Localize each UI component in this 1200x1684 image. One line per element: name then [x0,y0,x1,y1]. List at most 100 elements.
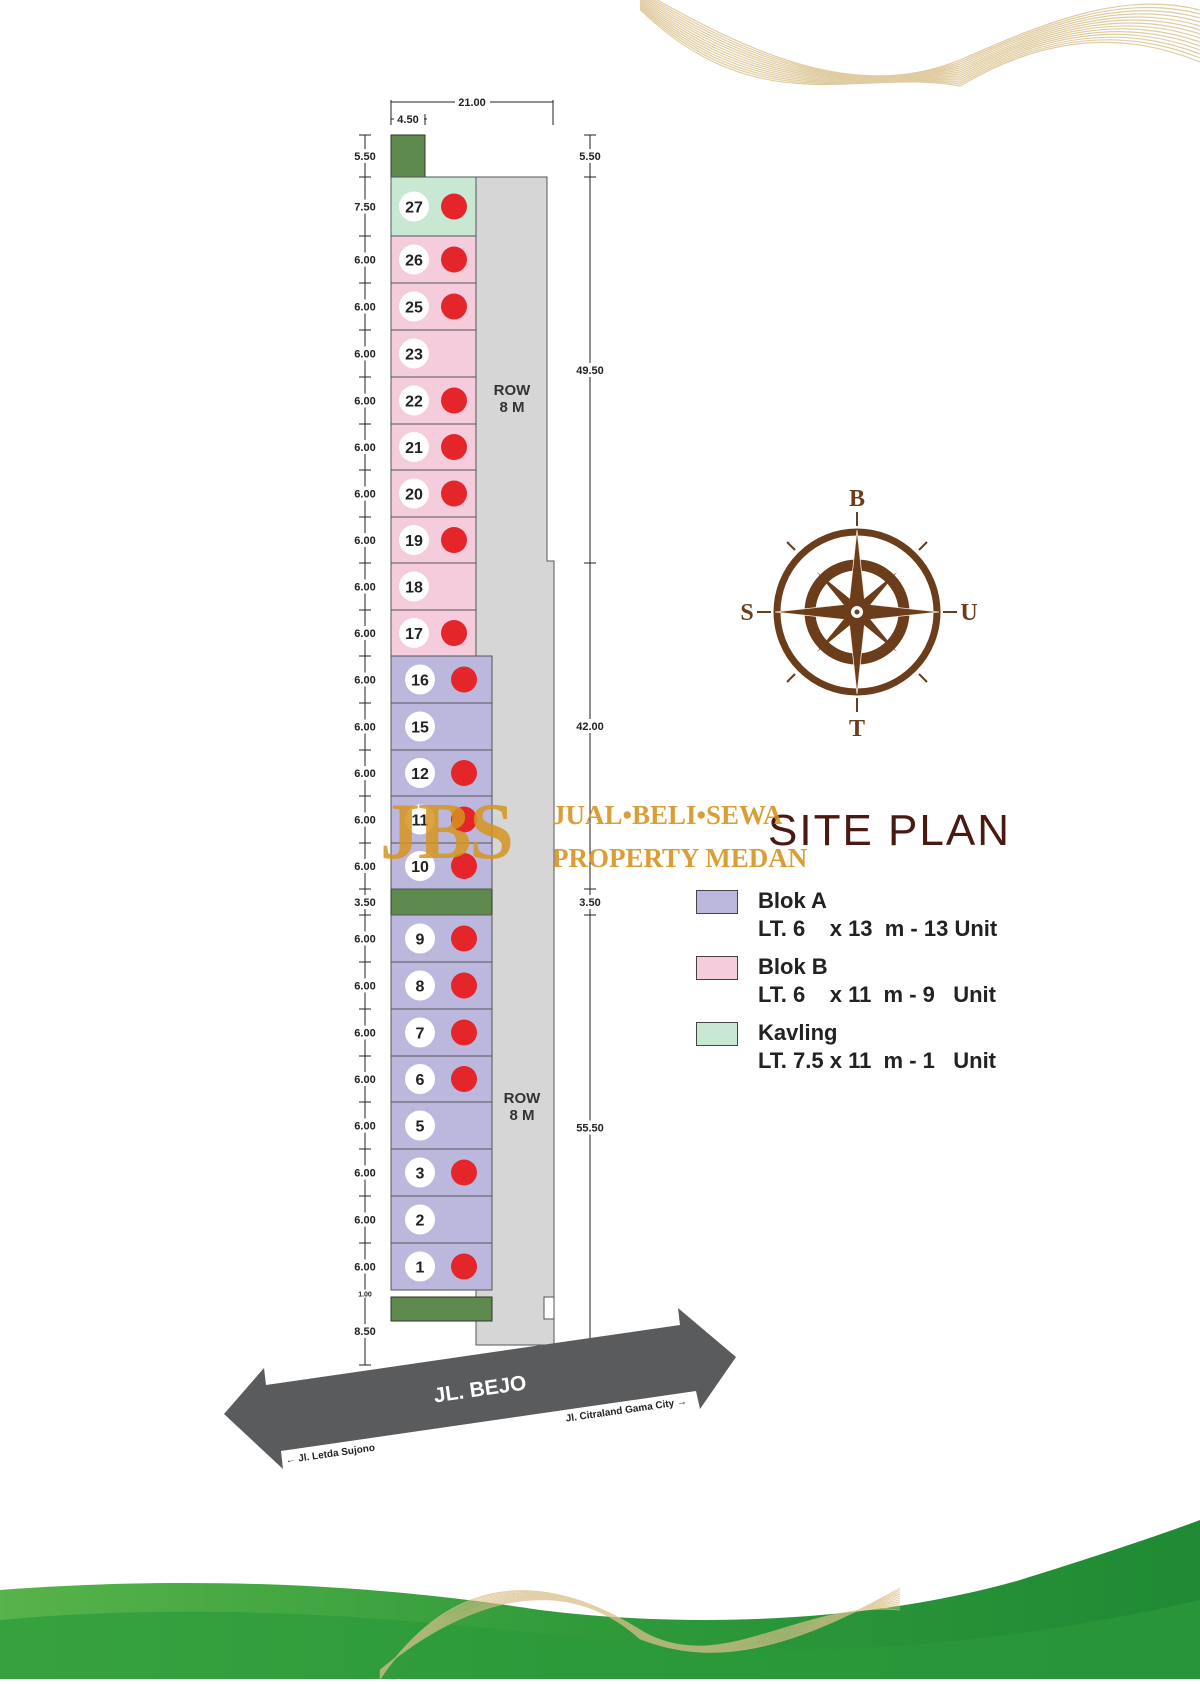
legend-item-blok-b: Blok B LT. 6 x 11 m - 9 Unit [696,954,1016,1020]
sold-marker [441,620,467,646]
lot-23: 23 [390,329,477,378]
legend-swatch-blok-a [696,890,738,914]
watermark-logo: JBS [380,788,514,876]
lot-9: 9 [390,914,493,963]
lot-20: 20 [390,469,477,518]
lot-7: 7 [390,1008,493,1057]
legend-swatch-kavling [696,1022,738,1046]
gate-post [543,1296,555,1320]
watermark-line-1: JUAL•BELI•SEWA [552,800,783,830]
left-dim-label: 6.00 [354,442,375,454]
sold-marker [441,480,467,507]
left-dim-label: 5.50 [354,151,375,163]
lot-15: 15 [390,702,493,751]
lot-number: 18 [405,580,423,597]
left-dim-label: 6.00 [354,582,375,594]
lot-number-badge [405,970,435,1001]
right-dim-label: 49.50 [576,365,604,377]
sold-marker [451,853,477,879]
lot-number: 6 [416,1072,425,1089]
legend-desc: LT. 7.5 x 11 m - 1 Unit [758,1048,997,1073]
left-dim-label: 6.00 [354,349,375,361]
lot-19: 19 [390,516,477,564]
lot-5: 5 [390,1101,493,1150]
lot-number: 23 [405,347,423,364]
lot-number: 8 [416,979,425,996]
lot-number: 16 [411,673,429,690]
compass-east-label: U [960,600,977,626]
sold-marker [451,1066,477,1092]
lot-number-badge [405,1251,435,1282]
lot-number-badge [399,571,429,602]
lot-22: 22 [390,376,477,425]
lot-number: 21 [405,440,423,457]
lot-27: 27 [390,176,477,237]
left-dim-label: 6.00 [354,1121,375,1133]
lot-number-badge [405,851,435,881]
park-strip-top [390,134,426,178]
sold-marker [451,806,477,833]
sold-marker [441,293,467,320]
sold-marker [451,972,477,999]
lot-number: 1 [416,1260,425,1277]
left-dim-label: 6.00 [354,722,375,734]
sold-marker [441,387,467,414]
lot-number-badge [399,191,429,222]
sold-marker [441,193,467,220]
legend-desc: LT. 6 x 13 m - 13 Unit [758,916,998,941]
green-strip-middle [390,888,493,916]
compass-south-label: T [849,716,865,742]
lot-number: 20 [405,487,423,504]
compass-west-label: S [740,600,753,626]
lot-11: 11 [390,795,493,844]
lot-number-badge [405,804,435,835]
sold-marker [441,246,467,273]
left-dim-label: 6.00 [354,628,375,640]
legend-item-kavling: Kavling LT. 7.5 x 11 m - 1 Unit [696,1020,1016,1086]
lot-25: 25 [390,282,477,331]
sold-marker [451,760,477,786]
left-dim-label: 6.00 [354,861,375,873]
lot-10: 10 [390,842,493,890]
sold-marker [451,1159,477,1186]
left-dim-label: 6.00 [354,255,375,267]
lot-number: 15 [411,720,429,737]
lot-number: 12 [411,766,429,783]
lot-3: 3 [390,1148,493,1197]
left-dim-label: 6.00 [354,535,375,547]
right-dim-label: 42.00 [576,721,604,733]
lot-number-badge [399,291,429,322]
lot-number: 25 [405,300,423,317]
lot-number-badge [405,758,435,788]
left-dim-label: 6.00 [354,815,375,827]
legend-title: Blok A [758,888,827,913]
sold-marker [441,527,467,553]
sold-marker [451,1253,477,1280]
lot-number: 9 [416,932,425,949]
lot-number-badge [399,618,429,648]
row-road [475,176,555,1346]
lot-6: 6 [390,1055,493,1103]
lot-number-badge [405,1204,435,1235]
lot-21: 21 [390,423,477,471]
left-dim-label: 6.00 [354,981,375,993]
left-dim-label: 6.00 [354,768,375,780]
row-label-upper-2: 8 M [499,399,524,416]
left-dim-label: 6.00 [354,1215,375,1227]
legend-swatch-blok-b [696,956,738,980]
sold-marker [441,434,467,460]
lot-number: 7 [416,1026,425,1043]
left-dim-label: 6.00 [354,675,375,687]
lot-number-badge [405,711,435,742]
lot-number: 2 [416,1213,425,1230]
lot-18: 18 [390,562,477,611]
lot-16: 16 [390,655,493,704]
left-dim-label: 6.00 [354,1262,375,1274]
left-dim-label: 6.00 [354,1028,375,1040]
legend-item-blok-a: Blok A LT. 6 x 13 m - 13 Unit [696,888,1016,954]
left-dim-label: 6.00 [354,396,375,408]
lot-number: 27 [405,200,423,217]
lot-number-badge [405,664,435,695]
